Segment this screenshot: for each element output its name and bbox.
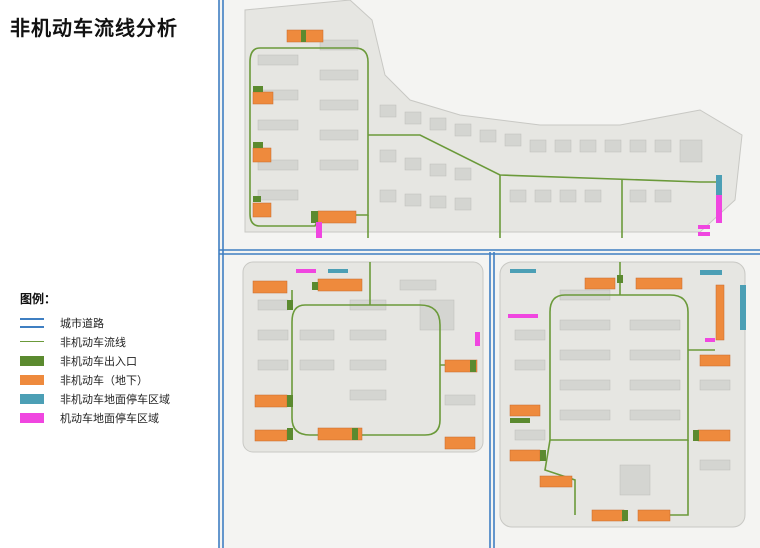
legend-label-underground: 非机动车（地下） bbox=[60, 373, 148, 387]
legend: 图例： 城市道路 非机动车流线 非机动车出入口 非机动车（地下） 非机动车地面停… bbox=[20, 290, 170, 427]
buildings-north bbox=[257, 39, 703, 211]
page-title: 非机动车流线分析 bbox=[10, 16, 178, 40]
city-roads bbox=[218, 0, 760, 548]
legend-label-entrance: 非机动车出入口 bbox=[60, 354, 137, 368]
legend-item-underground: 非机动车（地下） bbox=[20, 370, 170, 389]
flow-line-symbol bbox=[20, 341, 44, 342]
legend-label-car: 机动车地面停车区域 bbox=[60, 411, 159, 425]
underground-parking-areas bbox=[252, 29, 731, 522]
legend-item-road: 城市道路 bbox=[20, 313, 170, 332]
legend-item-flow: 非机动车流线 bbox=[20, 332, 170, 351]
underground-parking-symbol bbox=[20, 374, 44, 385]
legend-item-car: 机动车地面停车区域 bbox=[20, 408, 170, 427]
legend-label-flow: 非机动车流线 bbox=[60, 335, 126, 349]
entrance-symbol bbox=[20, 355, 44, 366]
legend-item-entrance: 非机动车出入口 bbox=[20, 351, 170, 370]
entrances bbox=[253, 30, 699, 521]
legend-label-road: 城市道路 bbox=[60, 316, 104, 330]
surface-bike-parking bbox=[328, 175, 746, 330]
legend-title: 图例： bbox=[20, 292, 57, 306]
road-symbol bbox=[20, 317, 44, 328]
legend-item-bike-surface: 非机动车地面停车区域 bbox=[20, 389, 170, 408]
bike-surface-parking-symbol bbox=[20, 393, 44, 404]
car-parking-symbol bbox=[20, 412, 44, 423]
car-parking-areas bbox=[296, 195, 722, 346]
legend-label-bike-surface: 非机动车地面停车区域 bbox=[60, 392, 170, 406]
